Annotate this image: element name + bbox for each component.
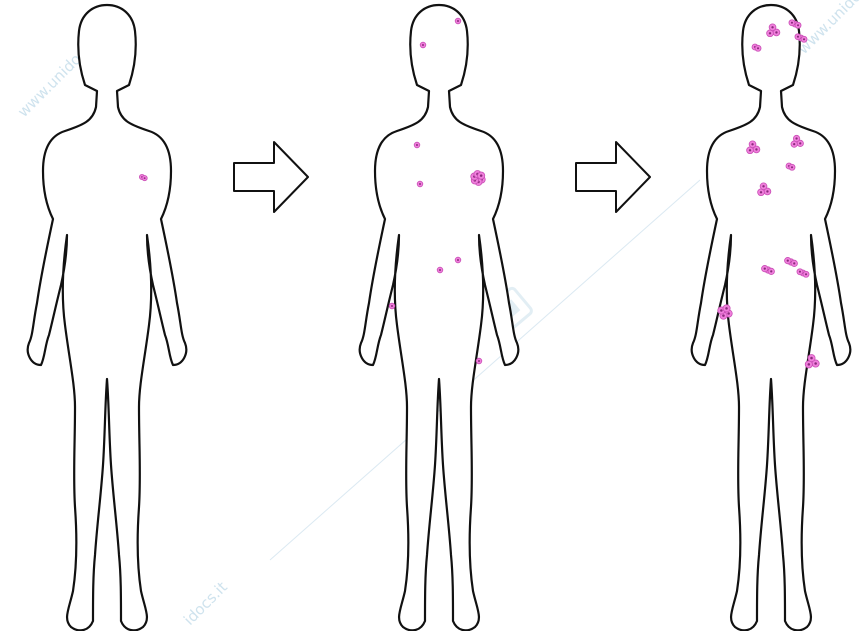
cell-nucleus bbox=[751, 143, 753, 145]
cell-nucleus bbox=[769, 32, 771, 34]
cell-nucleus bbox=[762, 185, 764, 187]
cell-nucleus bbox=[422, 44, 424, 46]
cell-nucleus bbox=[797, 36, 799, 38]
cancer-cell-cluster-2 bbox=[420, 42, 426, 48]
right-arrow-icon bbox=[234, 142, 308, 212]
cancer-cell-cluster-3 bbox=[718, 305, 732, 319]
cell-nucleus bbox=[795, 137, 797, 139]
cell-nucleus bbox=[814, 362, 817, 365]
cell-nucleus bbox=[791, 166, 793, 168]
cell-nucleus bbox=[793, 143, 795, 145]
cell-nucleus bbox=[787, 260, 789, 262]
cell-nucleus bbox=[727, 312, 730, 315]
cancer-cell-cluster-2 bbox=[455, 18, 461, 24]
cell-nucleus bbox=[439, 269, 441, 271]
cell-nucleus bbox=[760, 191, 762, 193]
right-arrow-icon bbox=[576, 142, 650, 212]
watermark-text: www.unidocs.it bbox=[794, 0, 864, 58]
cell-nucleus bbox=[419, 183, 421, 185]
body-outline-stage-1 bbox=[28, 5, 187, 630]
cancer-cell-cluster-2 bbox=[455, 257, 461, 263]
cell-nucleus bbox=[799, 271, 801, 273]
watermark-text: idocs.it bbox=[180, 578, 231, 629]
cancer-cell-cluster-2 bbox=[414, 142, 420, 148]
cancer-cell-cluster-2 bbox=[389, 303, 395, 309]
cell-nucleus bbox=[775, 31, 777, 33]
cell-nucleus bbox=[793, 262, 795, 264]
cell-nucleus bbox=[757, 47, 759, 49]
cell-nucleus bbox=[144, 177, 146, 179]
cell-nucleus bbox=[725, 307, 728, 310]
cell-nucleus bbox=[810, 357, 813, 360]
cell-nucleus bbox=[770, 270, 772, 272]
cell-nucleus bbox=[771, 26, 773, 28]
cell-nucleus bbox=[416, 144, 418, 146]
cell-nucleus bbox=[766, 190, 768, 192]
cell-nucleus bbox=[749, 149, 751, 151]
cell-nucleus bbox=[799, 142, 801, 144]
cancer-cell-cluster-2 bbox=[476, 358, 482, 364]
cell-nucleus bbox=[391, 305, 393, 307]
cell-nucleus bbox=[478, 360, 480, 362]
cancer-cell-cluster-2 bbox=[417, 181, 423, 187]
cell-nucleus bbox=[791, 22, 793, 24]
cell-nucleus bbox=[803, 38, 805, 40]
cell-nucleus bbox=[805, 273, 807, 275]
cell-nucleus bbox=[720, 309, 723, 312]
cell-nucleus bbox=[764, 268, 766, 270]
cancer-cell-cluster-2 bbox=[471, 170, 485, 185]
cell-nucleus bbox=[722, 314, 725, 317]
body-outline-stage-2 bbox=[360, 5, 519, 630]
cell-nucleus bbox=[808, 363, 811, 366]
cell-nucleus bbox=[457, 259, 459, 261]
cell-nucleus bbox=[797, 24, 799, 26]
cell-nucleus bbox=[457, 20, 459, 22]
cancer-cell-cluster-2 bbox=[437, 267, 443, 273]
body-outline-stage-3 bbox=[692, 5, 851, 630]
cell-nucleus bbox=[755, 148, 757, 150]
cell-nucleus bbox=[480, 174, 483, 177]
